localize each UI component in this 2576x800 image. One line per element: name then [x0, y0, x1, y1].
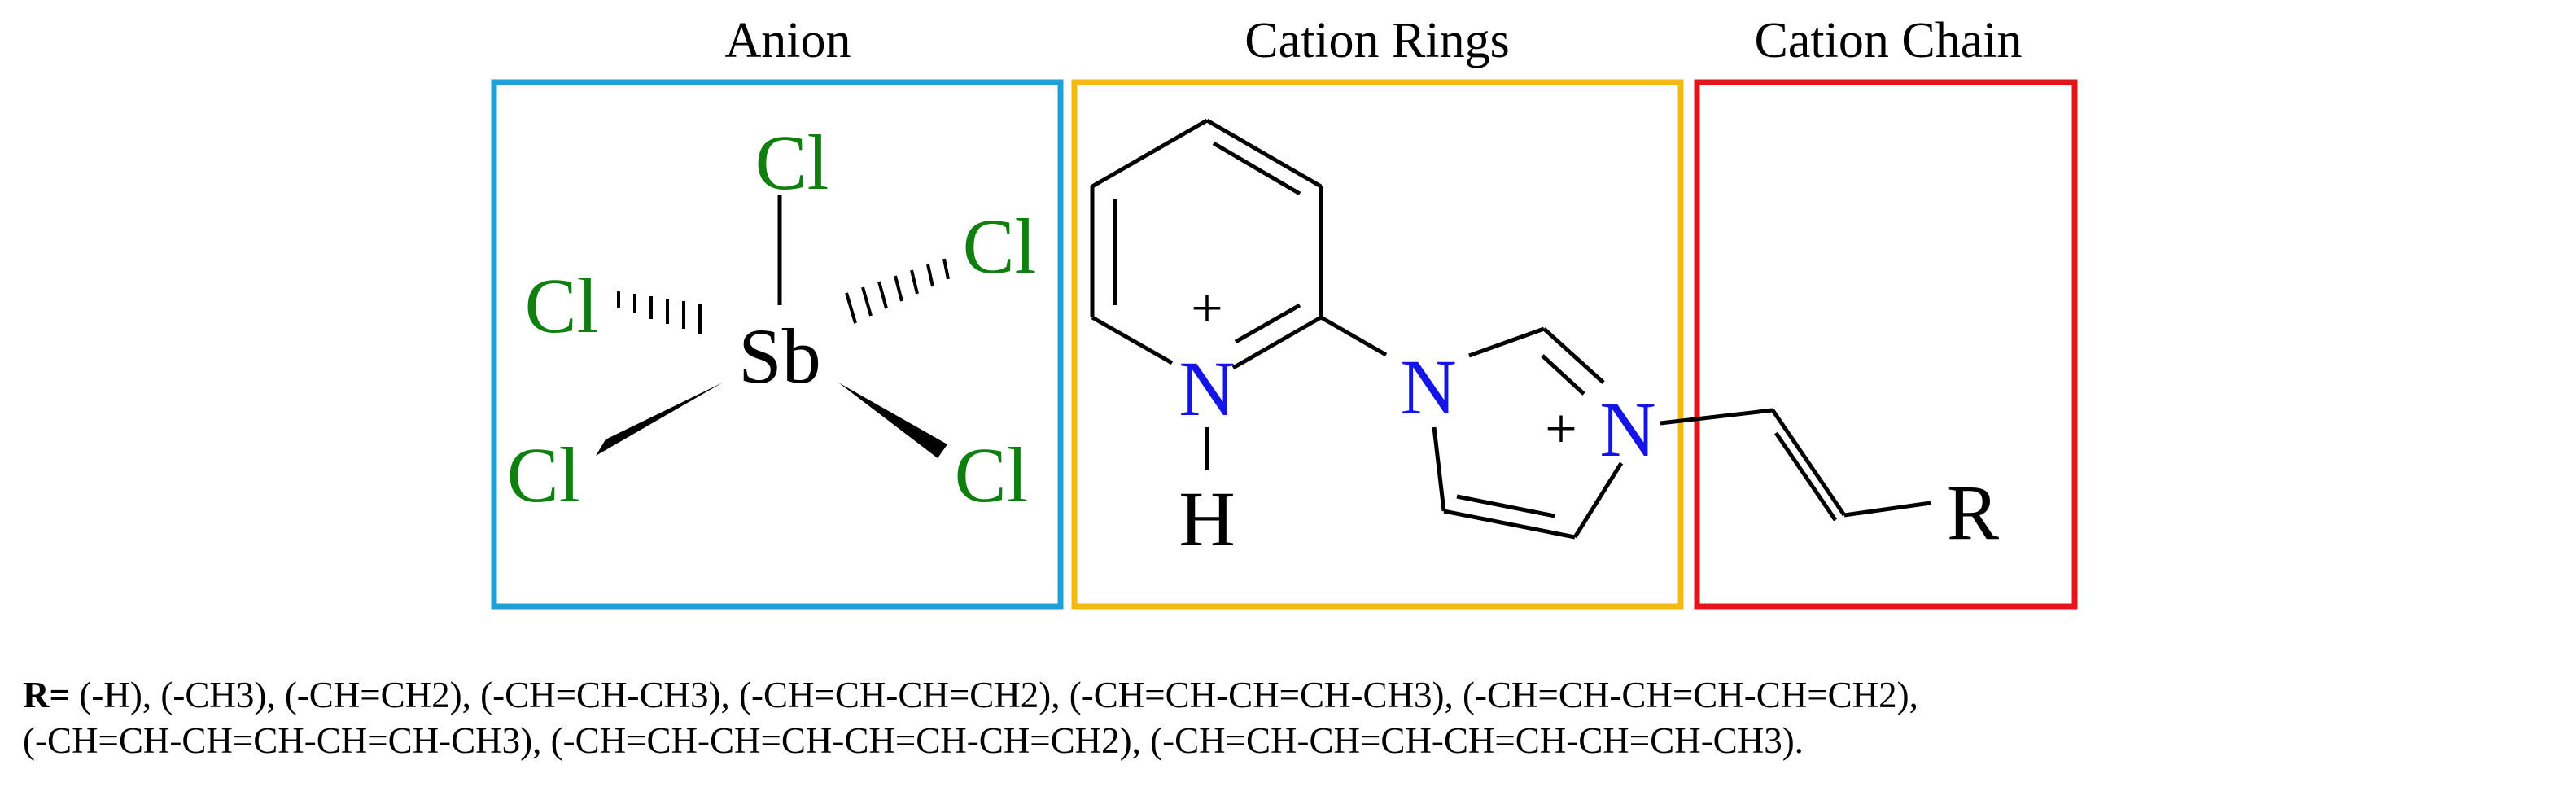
sb-cl-upper-right-hashed-bond [845, 258, 950, 324]
imidazole-bond-c5-n1 [1432, 426, 1446, 512]
cl-atom-top: Cl [755, 119, 829, 206]
sbcl5-anion: Sb Cl Cl Cl Cl Cl [507, 119, 1037, 518]
sb-cl-lower-left-wedge-bond [596, 383, 723, 456]
cation-rings-title: Cation Rings [1244, 13, 1510, 68]
imidazole-n1-atom: N [1400, 343, 1456, 431]
cl-atom-lower-right: Cl [955, 431, 1029, 518]
caption-line-1-text: (-H), (-CH3), (-CH=CH2), (-CH=CH-CH3), (… [70, 675, 1918, 715]
caption-r-label: R= [23, 675, 71, 715]
cation-chain-box [1694, 79, 2078, 610]
cl-atom-upper-right: Cl [963, 203, 1037, 290]
imidazole-bond-c2-n3 [1542, 327, 1605, 384]
cl-atom-upper-left: Cl [525, 262, 599, 349]
imidazolium-plus-charge: + [1545, 398, 1577, 461]
cation-chain-title: Cation Chain [1755, 13, 2023, 68]
n-vinyl-bond [1660, 408, 1773, 426]
pyridinium-n-atom: N [1179, 345, 1235, 432]
vinyl-double-bond-inner [1773, 431, 1838, 522]
cl-atom-lower-left: Cl [507, 431, 581, 518]
imidazole-bond-n1-c2 [1468, 326, 1545, 358]
pyridinium-ring [1090, 118, 1388, 470]
pyridine-bond-top-right [1205, 118, 1323, 189]
pyridine-double-top-right [1212, 141, 1301, 196]
cation-rings-box [1071, 79, 1684, 610]
imidazole-double-c4-c5 [1456, 494, 1555, 518]
imidazolium-ring [1432, 326, 1624, 540]
sb-atom: Sb [738, 313, 820, 400]
vinyl-chain [1660, 408, 1931, 522]
imidazole-bond-c4-c5 [1443, 509, 1576, 540]
sb-cl-lower-right-wedge-bond [838, 383, 947, 458]
pyridinium-plus-charge: + [1191, 278, 1222, 340]
r-group-atom: R [1947, 469, 1999, 556]
molecule-figure: Anion Cation Rings Cation Chain [491, 13, 2078, 610]
imidazolium-n3-atom: N [1599, 386, 1655, 473]
pyridine-bond-n-c6 [1091, 315, 1174, 365]
vinyl-double-bond-outer [1770, 409, 1847, 517]
imidazole-bond-n3-c4 [1572, 461, 1624, 539]
vinyl-r-bond [1843, 501, 1931, 518]
anion-title: Anion [725, 13, 851, 68]
imidazole-double-c2-n3 [1541, 354, 1585, 396]
caption-line-1: R= (-H), (-CH3), (-CH=CH2), (-CH=CH-CH3)… [23, 672, 2562, 718]
pyridine-double-c2-n [1234, 303, 1301, 344]
r-group-caption: R= (-H), (-CH3), (-CH=CH2), (-CH=CH-CH3)… [23, 672, 2562, 763]
caption-line-2: (-CH=CH-CH=CH-CH=CH-CH3), (-CH=CH-CH=CH-… [23, 720, 1804, 761]
pyridine-bond-top-left [1091, 118, 1209, 189]
anion-box [491, 79, 1064, 610]
pyridinium-h-atom: H [1179, 475, 1235, 562]
pyridine-bond-c2-n [1231, 315, 1323, 370]
sb-cl-upper-left-hashed-bond [617, 291, 702, 334]
pyridine-imidazole-link-bond [1319, 315, 1388, 357]
